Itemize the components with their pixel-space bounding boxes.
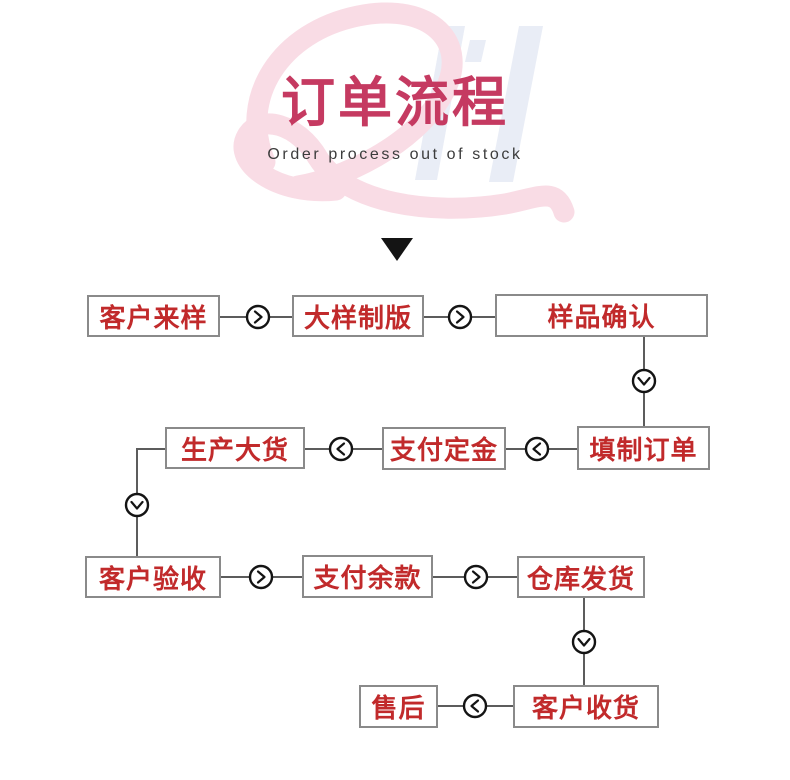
chevron-down-connector xyxy=(571,629,597,655)
chevron-left-icon xyxy=(336,442,346,456)
chevron-right-connector xyxy=(245,304,271,330)
flow-node-fill-order: 填制订单 xyxy=(577,426,710,470)
flow-node-customer-receive: 客户收货 xyxy=(513,685,659,728)
chevron-down-icon xyxy=(637,376,651,386)
chevron-down-connector xyxy=(631,368,657,394)
chevron-right-icon xyxy=(256,570,266,584)
flow-node-sample-confirm: 样品确认 xyxy=(495,294,708,337)
chevron-left-icon xyxy=(532,442,542,456)
chevron-left-connector xyxy=(328,436,354,462)
watermark-monogram-l xyxy=(233,2,575,223)
connector-lines xyxy=(136,316,645,707)
chevron-right-connector xyxy=(447,304,473,330)
flow-node-pay-deposit: 支付定金 xyxy=(382,427,506,470)
chevron-left-connector xyxy=(462,693,488,719)
chevron-down-icon xyxy=(130,500,144,510)
flow-node-pay-balance: 支付余款 xyxy=(302,555,433,598)
flow-node-after-sales: 售后 xyxy=(359,685,438,728)
chevron-right-icon xyxy=(253,310,263,324)
page-title: 订单流程 xyxy=(281,73,509,133)
flow-node-bulk-production: 生产大货 xyxy=(165,427,305,469)
page-subtitle: Order process out of stock xyxy=(267,146,523,163)
chevron-right-connector xyxy=(248,564,274,590)
chevron-down-icon xyxy=(577,637,591,647)
chevron-right-icon xyxy=(455,310,465,324)
chevron-right-connector xyxy=(463,564,489,590)
brand-watermark-icon xyxy=(233,2,575,223)
flow-node-warehouse-shipping: 仓库发货 xyxy=(517,556,645,598)
flow-node-customer-acceptance: 客户验收 xyxy=(85,556,221,598)
flow-node-master-platemaking: 大样制版 xyxy=(292,295,424,337)
chevron-left-icon xyxy=(470,699,480,713)
down-triangle-icon xyxy=(381,238,413,261)
chevron-right-icon xyxy=(471,570,481,584)
chevron-left-connector xyxy=(524,436,550,462)
flow-node-customer-sample: 客户来样 xyxy=(87,295,220,337)
chevron-down-connector xyxy=(124,492,150,518)
